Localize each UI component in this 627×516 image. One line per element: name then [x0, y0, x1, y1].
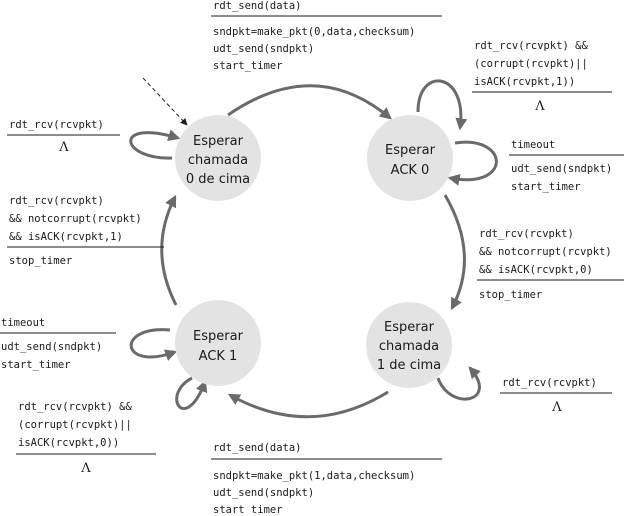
state-label-line: chamada: [188, 153, 248, 168]
transition-action: stop_timer: [479, 289, 542, 301]
transition-event: rdt_rcv(rcvpkt): [9, 195, 104, 207]
transition-event: rdt_rcv(rcvpkt): [479, 228, 574, 240]
transition-event: && isACK(rcvpkt,1): [9, 231, 123, 243]
label-idle-rcv-0: rdt_rcv(rcvpkt) Λ: [7, 119, 120, 155]
transition-action: start_timer: [1, 359, 71, 371]
transition-action: stop_timer: [9, 255, 72, 267]
transition-event: && isACK(rcvpkt,0): [479, 264, 593, 276]
transition-event: isACK(rcvpkt,0)): [18, 437, 119, 449]
loop-ack0-timeout: [447, 140, 498, 186]
state-label-line: Esperar: [384, 320, 435, 335]
state-label-line: chamada: [379, 339, 439, 354]
loop-ack1-corrupt: [175, 376, 208, 410]
initial-state-arrow: [142, 77, 188, 126]
arc-ack1-to-call0: [160, 194, 178, 306]
loop-ack0-corrupt: [416, 79, 468, 131]
transition-event: timeout: [1, 317, 45, 329]
transition-event: && notcorrupt(rcvpkt): [479, 246, 612, 258]
transition-event: rdt_rcv(rcvpkt): [9, 119, 104, 131]
lambda-symbol: Λ: [551, 400, 562, 415]
transition-event: rdt_rcv(rcvpkt) &&: [474, 40, 588, 52]
transition-event: && notcorrupt(rcvpkt): [9, 213, 142, 225]
state-wait-ack-0: Esperar ACK 0: [367, 115, 453, 201]
label-timeout-0: timeout udt_send(sndpkt) start_timer: [509, 139, 624, 193]
transition-action: udt_send(sndpkt): [1, 341, 102, 353]
state-label-line: ACK 0: [391, 163, 430, 178]
transition-event: rdt_rcv(rcvpkt): [502, 377, 597, 389]
lambda-symbol: Λ: [534, 99, 545, 114]
state-label-line: 1 de cima: [377, 358, 441, 373]
state-wait-ack-1: Esperar ACK 1: [175, 300, 261, 386]
transition-event: timeout: [511, 139, 555, 151]
state-label-line: 0 de cima: [186, 172, 250, 187]
transition-action: start_timer: [213, 60, 283, 72]
arc-call1-to-ack1: [227, 390, 389, 419]
state-wait-call-0: Esperar chamada 0 de cima: [175, 115, 261, 201]
label-ack-0-ok: rdt_rcv(rcvpkt) && notcorrupt(rcvpkt) &&…: [477, 228, 624, 301]
transition-action: udt_send(sndpkt): [213, 487, 314, 499]
state-wait-call-1: Esperar chamada 1 de cima: [366, 302, 452, 388]
transition-event: (corrupt(rcvpkt)||: [474, 58, 588, 70]
label-corrupt-ack0: rdt_rcv(rcvpkt) && (corrupt(rcvpkt)|| is…: [472, 40, 612, 114]
label-timeout-1: timeout udt_send(sndpkt) start_timer: [0, 317, 116, 371]
transition-action: sndpkt=make_pkt(1,data,checksum): [213, 470, 415, 482]
transition-action: sndpkt=make_pkt(0,data,checksum): [213, 26, 415, 38]
transition-event: isACK(rcvpkt,1)): [474, 76, 575, 88]
state-label-line: ACK 1: [199, 349, 238, 364]
label-send-1: rdt_send(data) sndpkt=make_pkt(1,data,ch…: [211, 442, 442, 516]
transition-event: rdt_rcv(rcvpkt) &&: [18, 401, 132, 413]
loop-ack1-timeout: [129, 328, 178, 361]
label-corrupt-ack1: rdt_rcv(rcvpkt) && (corrupt(rcvpkt)|| is…: [16, 401, 156, 476]
transition-action: udt_send(sndpkt): [213, 43, 314, 55]
loop-call0-rcv: [129, 129, 181, 160]
lambda-symbol: Λ: [58, 140, 69, 155]
arc-ack0-to-call1: [443, 194, 466, 311]
transition-event: rdt_send(data): [213, 442, 302, 454]
state-label-line: Esperar: [385, 143, 436, 158]
state-label-line: Esperar: [193, 329, 244, 344]
transition-action: start timer: [213, 504, 283, 516]
lambda-symbol: Λ: [80, 461, 91, 476]
transition-event: rdt_send(data): [213, 0, 302, 12]
label-ack-1-ok: rdt_rcv(rcvpkt) && notcorrupt(rcvpkt) &&…: [7, 195, 164, 267]
state-label-line: Esperar: [193, 134, 244, 149]
transition-action: udt_send(sndpkt): [511, 163, 612, 175]
transition-action: start_timer: [511, 181, 581, 193]
label-send-0: rdt_send(data) sndpkt=make_pkt(0,data,ch…: [211, 0, 442, 72]
arc-call0-to-ack0: [227, 84, 392, 120]
transition-event: (corrupt(rcvpkt)||: [18, 419, 132, 431]
loop-call1-rcv: [436, 366, 481, 401]
label-idle-rcv-1: rdt_rcv(rcvpkt) Λ: [500, 377, 612, 415]
